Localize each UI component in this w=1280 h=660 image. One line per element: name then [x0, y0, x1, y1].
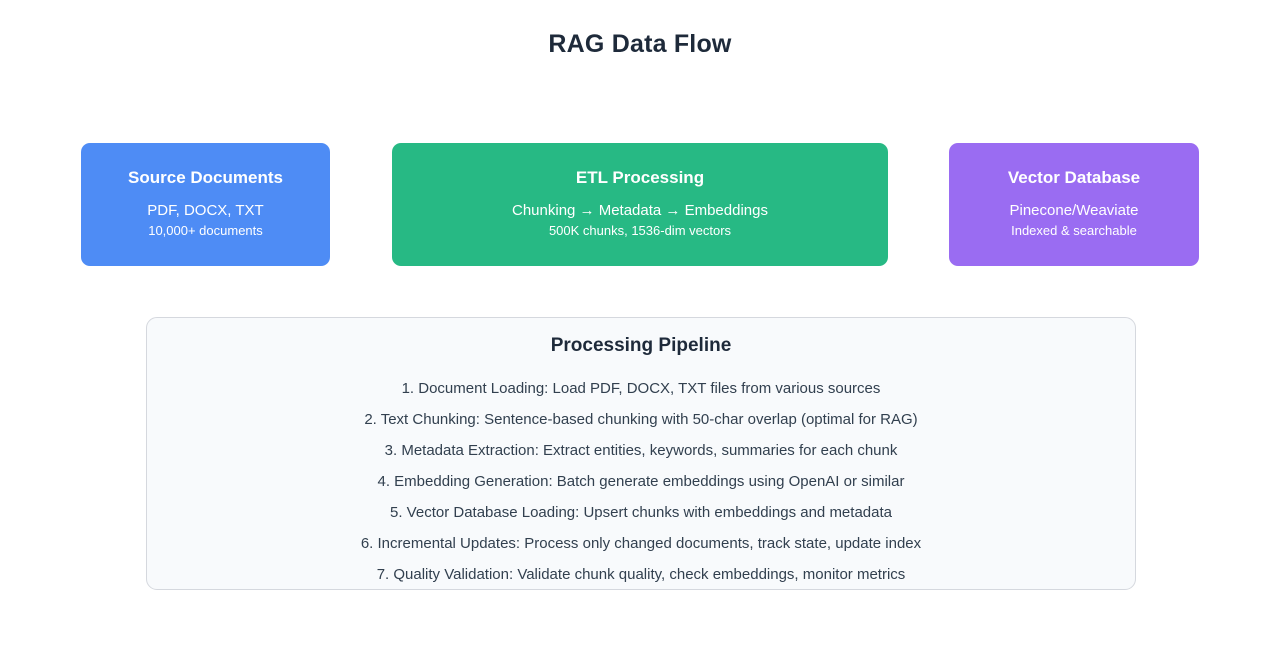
flow-stage-title: Source Documents: [128, 167, 283, 187]
page-title: RAG Data Flow: [548, 30, 732, 58]
flow-stage-title: Vector Database: [1007, 167, 1141, 187]
flow-stage-detail-secondary: 500K chunks, 1536-dim vectors: [548, 222, 732, 238]
flow-stage-detail-primary: Chunking → Metadata → Embeddings: [512, 202, 768, 220]
list-item: 2. Text Chunking: Sentence-based chunkin…: [364, 411, 918, 428]
list-item: 4. Embedding Generation: Batch generate …: [377, 473, 905, 490]
flow-stage-detail-secondary: Indexed & searchable: [1011, 222, 1137, 238]
flow-stage-detail-primary: Pinecone/Weaviate: [1009, 202, 1139, 220]
flow-diagram: Source Documents PDF, DOCX, TXT 10,000+ …: [0, 143, 1280, 357]
list-item: 7. Quality Validation: Validate chunk qu…: [376, 566, 906, 583]
list-item: 5. Vector Database Loading: Upsert chunk…: [390, 504, 892, 521]
flow-stage-source-documents: Source Documents PDF, DOCX, TXT 10,000+ …: [81, 143, 330, 266]
list-item: 1. Document Loading: Load PDF, DOCX, TXT…: [401, 380, 881, 397]
flow-stage-etl-processing: ETL Processing Chunking → Metadata → Emb…: [392, 143, 888, 266]
pipeline-step-list: 1. Document Loading: Load PDF, DOCX, TXT…: [147, 373, 1135, 590]
list-item: 6. Incremental Updates: Process only cha…: [360, 535, 922, 552]
flow-stage-vector-database: Vector Database Pinecone/Weaviate Indexe…: [949, 143, 1199, 266]
flow-stage-detail-primary: PDF, DOCX, TXT: [147, 202, 264, 220]
processing-pipeline-panel: Processing Pipeline 1. Document Loading:…: [146, 317, 1136, 590]
list-item: 3. Metadata Extraction: Extract entities…: [384, 442, 898, 459]
flow-stage-title: ETL Processing: [575, 167, 705, 187]
flow-stage-detail-secondary: 10,000+ documents: [148, 222, 263, 238]
pipeline-panel-title: Processing Pipeline: [550, 335, 732, 356]
